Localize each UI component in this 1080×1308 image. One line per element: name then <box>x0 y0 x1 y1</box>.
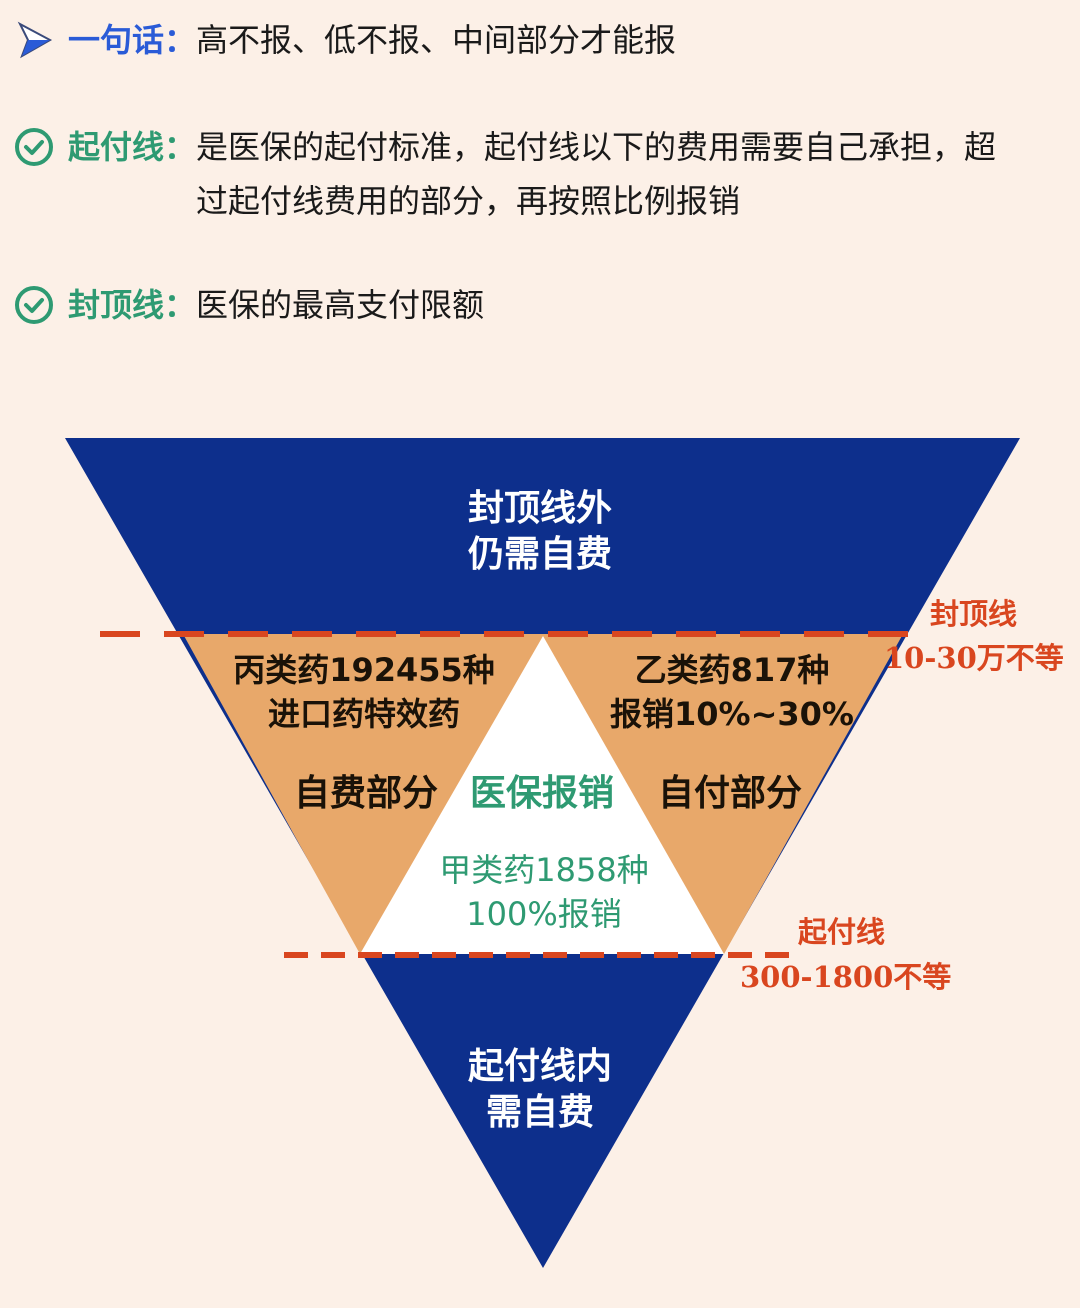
bottom-section-label: 起付线内 需自费 <box>400 1044 680 1136</box>
deductible-line-value: 300-1800不等 <box>740 960 952 994</box>
check-circle-icon <box>15 286 53 324</box>
left-section-line2: 进口药特效药 <box>267 695 460 733</box>
definition-deductible-row: 起付线： 是医保的起付标准，起付线以下的费用需要自己承担，超过起付线费用的部分，… <box>14 120 1026 228</box>
center-section-line2: 100%报销 <box>466 895 622 933</box>
summary-row: 一句话： 高不报、低不报、中间部分才能报 <box>14 20 676 60</box>
cap-line-value: 10-30万不等 <box>884 641 1064 675</box>
left-section-line1: 丙类药192455种 <box>233 651 495 689</box>
check-circle-icon <box>15 128 53 166</box>
definition-text: 医保的最高支付限额 <box>196 286 485 324</box>
top-section-line2: 仍需自费 <box>467 534 612 575</box>
left-section-title: 自费部分 <box>293 772 438 814</box>
definition-label: 起付线： <box>68 128 197 166</box>
right-section-line1: 乙类药817种 <box>634 651 830 689</box>
center-section-line1: 甲类药1858种 <box>439 851 649 889</box>
deductible-line-label: 起付线 <box>798 915 886 949</box>
definition-text: 是医保的起付标准，起付线以下的费用需要自己承担，超过起付线费用的部分，再按照比例… <box>196 128 997 220</box>
right-section-line2: 报销10%~30% <box>609 695 854 733</box>
center-section-label: 甲类药1858种 100%报销 <box>414 848 674 936</box>
top-section-line1: 封顶线外 <box>467 488 612 529</box>
top-section-label: 封顶线外 仍需自费 <box>380 486 700 578</box>
bottom-section-line1: 起付线内 <box>467 1046 612 1087</box>
definition-cap-row: 封顶线： 医保的最高支付限额 <box>14 278 484 332</box>
center-white-triangle <box>360 636 724 954</box>
summary-label: 一句话： <box>68 21 197 59</box>
right-section-label: 乙类药817种 报销10%~30% <box>582 648 882 736</box>
bottom-section-line2: 需自费 <box>485 1092 594 1133</box>
left-section-label: 丙类药192455种 进口药特效药 <box>204 648 524 736</box>
cap-line-label: 封顶线 <box>930 597 1018 631</box>
arrow-pointer-icon <box>17 21 53 59</box>
center-section-title: 医保报销 <box>469 772 614 814</box>
definition-label: 封顶线： <box>68 286 197 324</box>
right-section-title: 自付部分 <box>657 772 802 814</box>
summary-text: 高不报、低不报、中间部分才能报 <box>196 21 677 59</box>
